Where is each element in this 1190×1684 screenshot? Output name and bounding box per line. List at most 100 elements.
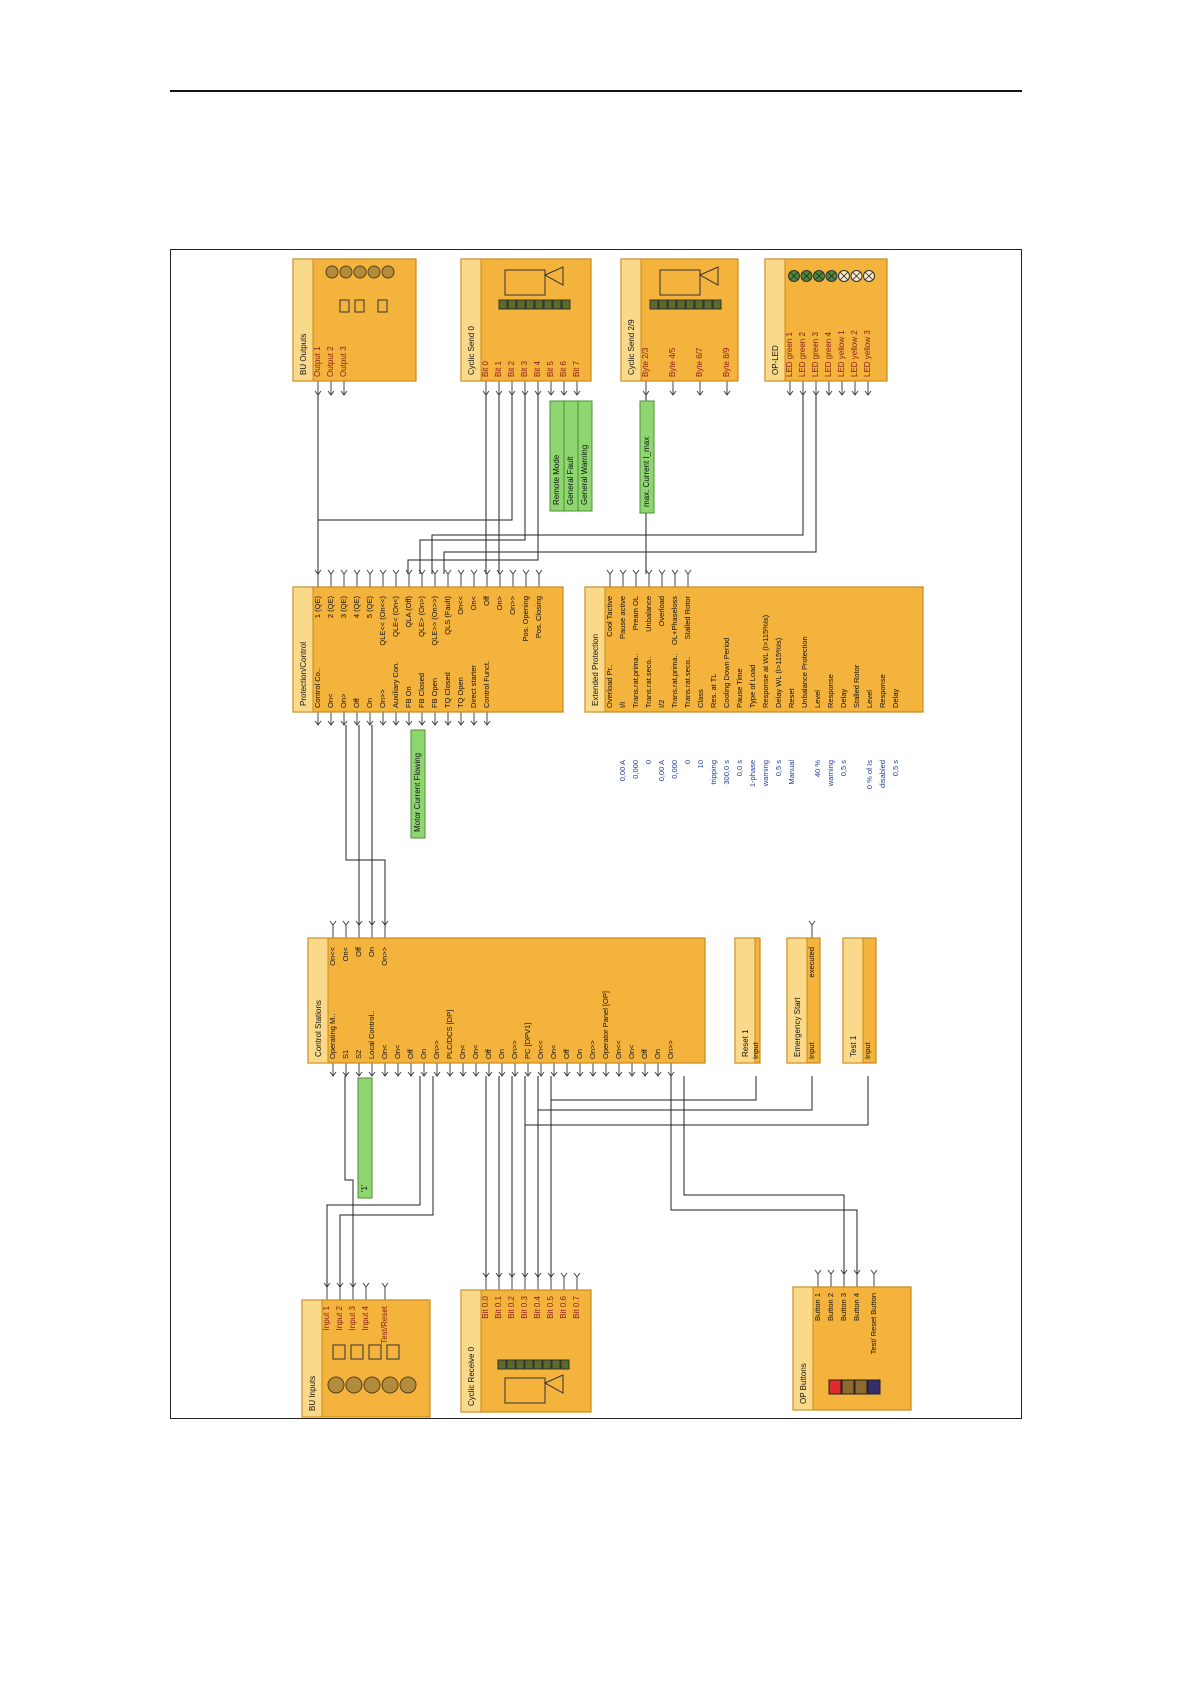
port-label: Direct starter (469, 665, 478, 708)
port-label: Off (640, 1048, 649, 1059)
terminal-icon (399, 1376, 417, 1394)
port-arrow (381, 1282, 389, 1288)
constant-one-label-bar (357, 1077, 373, 1199)
port-arrow (368, 1071, 376, 1077)
port-arrow (433, 1071, 441, 1077)
port-arrow (641, 1071, 649, 1077)
bit-led-icon (515, 1359, 525, 1370)
led-cross-icon (827, 271, 836, 281)
port-label: 0,000 (670, 760, 679, 779)
port-arrow (573, 390, 581, 396)
port-arrow (509, 569, 517, 575)
port-arrow (379, 569, 387, 575)
port-label: Bit 0.1 (494, 1295, 503, 1318)
protection-control-block-title: Protection/Control (299, 642, 308, 706)
remote-mode-label: Remote Mode (549, 400, 565, 512)
port-label: Trans.rat.prima.. (670, 653, 679, 708)
port-arrow (602, 1071, 610, 1077)
cyclic-send-2-9-block-header (620, 258, 642, 382)
control-stations-block-header (307, 937, 329, 1064)
port-label: Bit 0.7 (572, 1295, 581, 1318)
cyclic-send-0-block-body (460, 258, 592, 382)
remote-mode-label-text: Remote Mode (552, 454, 561, 505)
port-arrow (550, 1071, 558, 1077)
bu-outputs-block-header (292, 258, 314, 382)
port-label: Class (696, 689, 705, 708)
port-label: 0,5 s (891, 760, 900, 777)
extended-protection-block-header (584, 586, 606, 713)
port-arrow (485, 1071, 493, 1077)
port-label: LED yellow 3 (863, 330, 872, 377)
port-arrow (407, 1071, 415, 1077)
port-arrow (444, 720, 452, 726)
port-arrow (645, 569, 653, 575)
test-1-block-header (842, 937, 864, 1064)
bit-led-icon (712, 299, 722, 310)
port-label: 0,5 s (774, 760, 783, 777)
port-label: Output 1 (313, 346, 322, 377)
port-arrow (498, 1071, 506, 1077)
port-label: 1 (QE) (313, 596, 322, 619)
port-label: Byte 2/3 (641, 347, 650, 377)
cyclic-receive-0-block-header (460, 1289, 482, 1413)
port-label: Stalled Rotor (852, 664, 861, 708)
port-arrow (615, 1071, 623, 1077)
port-label: Test/ Reset Button (869, 1293, 878, 1354)
port-arrow (814, 1269, 822, 1275)
port-arrow (342, 1071, 350, 1077)
bit-led-icon (703, 299, 713, 310)
port-arrow (314, 720, 322, 726)
bit-led-icon (542, 1359, 552, 1370)
port-label: S2 (354, 1050, 363, 1059)
port-label: LED green 4 (824, 332, 833, 377)
bit-led-icon (543, 299, 553, 310)
op-button-icon (854, 1379, 868, 1395)
port-label: Bit 6 (559, 360, 568, 377)
port-label: Bit 5 (546, 360, 555, 377)
port-label: Trans.rat.seco.. (683, 656, 692, 708)
port-label: Bit 0.2 (507, 1295, 516, 1318)
port-label: 0 (683, 760, 692, 764)
port-label: Overload (657, 596, 666, 626)
general-warning-label-bar (577, 400, 593, 512)
port-label: On<< (328, 946, 337, 965)
port-label: On (497, 1049, 506, 1059)
port-label: 0,0 s (735, 760, 744, 777)
port-arrow (444, 569, 452, 575)
plc-icon (504, 266, 564, 296)
port-arrow (457, 720, 465, 726)
bit-led-icon (525, 299, 535, 310)
port-label: Input 4 (361, 1305, 370, 1330)
test-input-port: Input (863, 1041, 872, 1059)
motor-current-label: Motor Current Flowing (410, 729, 426, 839)
port-label: Control Funct. (482, 661, 491, 708)
port-label: On> (339, 693, 348, 708)
bu-inputs-block-title: BU Inputs (308, 1376, 317, 1411)
port-arrow (827, 1269, 835, 1275)
port-arrow (353, 720, 361, 726)
port-arrow (838, 390, 846, 396)
port-label: Button 3 (839, 1293, 848, 1321)
bit-led-icon (506, 1359, 516, 1370)
port-label: QLA (Off) (404, 596, 413, 628)
cyclic-send-0-block-title: Cyclic Send 0 (467, 326, 476, 375)
port-arrow (547, 390, 555, 396)
port-label: Bit 0.0 (481, 1295, 490, 1318)
emergency-input-port: Input (807, 1041, 816, 1059)
port-label: Off (484, 1048, 493, 1059)
port-label: Pause Time (735, 668, 744, 708)
